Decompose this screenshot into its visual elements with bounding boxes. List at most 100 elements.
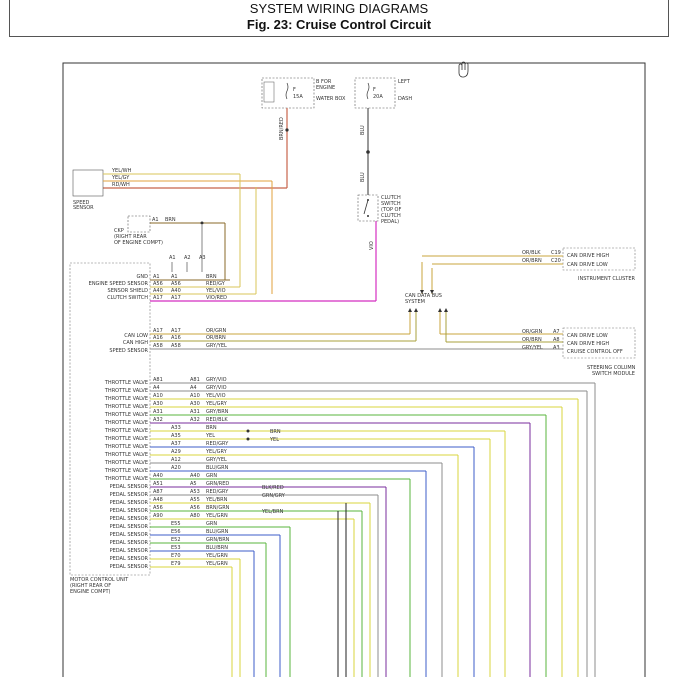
- fuse-block-right: LEFT DASH F 20A: [354, 77, 412, 109]
- ecu-lower-pin: A81: [153, 377, 163, 383]
- ecu-upper-label: CLUTCH SWITCH: [107, 295, 148, 301]
- ecu-lower-color: YEL/GRN: [205, 561, 228, 567]
- ecu-lower-pin: A35: [171, 433, 181, 439]
- clutch-switch: CLUTCH SWITCH (TOP OF CLUTCH PEDAL): [357, 194, 401, 225]
- ecu-lower-pin: A33: [171, 425, 181, 431]
- ckp-sensor: CKP (RIGHT REAR OF ENGINE COMPT): [114, 215, 163, 246]
- ecu-lower-pin: A40: [153, 473, 163, 479]
- side-label-yel: YEL: [269, 437, 279, 443]
- wire-label-blu-mid: BLU: [360, 172, 366, 182]
- speed-sensor: SPEED SENSOR: [72, 169, 104, 211]
- ecu-lower-label: PEDAL SENSOR: [110, 524, 149, 530]
- ecu-lower-pin2: A10: [190, 393, 200, 399]
- ecu-upper-color: RED/GY: [206, 281, 226, 287]
- ecu-lower-pin2: E53: [171, 545, 181, 551]
- ecu-lower-color: BRN/GRN: [206, 505, 230, 511]
- side-label-brn: BRN: [270, 429, 281, 435]
- ecu-lower-pin2: E79: [171, 561, 181, 567]
- clutch-label-2: SWITCH: [381, 201, 401, 207]
- ecu-upper-pin2: A56: [171, 281, 181, 287]
- side-label-grn-gry: GRN/GRY: [262, 493, 286, 499]
- ecu-lower-pin2: E56: [171, 529, 181, 535]
- side-label-yel-brn: YEL/BRN: [261, 509, 284, 515]
- ecu-upper-label: GND: [137, 274, 149, 280]
- ecu-upper-pin2: A17: [171, 295, 181, 301]
- ecu-lower-label: PEDAL SENSOR: [110, 500, 149, 506]
- ecu-can-label: CAN LOW: [124, 333, 148, 339]
- ecu-lower-pin2: A55: [190, 497, 200, 503]
- fuse-symbol-left: [285, 82, 289, 100]
- ecu-lower-pin: A4: [153, 385, 160, 391]
- ckp-label-2: (RIGHT REAR: [114, 234, 147, 240]
- ecu-lower-pin: A90: [153, 513, 163, 519]
- ecu-lower-label: THROTTLE VALVE: [104, 428, 148, 434]
- can-system-label-1: CAN DATA BUS: [405, 293, 442, 299]
- ecu-lower-color: BRN: [206, 425, 217, 431]
- ckp-label-1: CKP: [114, 228, 124, 234]
- ecu-lower-label: PEDAL SENSOR: [110, 564, 149, 570]
- steering-row-color: OR/BRN: [522, 337, 542, 343]
- ecu-lower-color: YEL/GRN: [205, 513, 228, 519]
- can-data-bus-system: CAN DATA BUS SYSTEM: [405, 262, 448, 312]
- steering-row-label: CRUISE CONTROL OFF: [567, 349, 623, 355]
- ecu-lower-pin: A48: [153, 497, 163, 503]
- speed-sensor-label-2: SENSOR: [73, 205, 94, 211]
- cluster-row-pin: C20: [551, 258, 561, 264]
- wire-label-ye-wh: YEL/WH: [111, 168, 132, 174]
- ecu-lower-label: PEDAL SENSOR: [110, 492, 149, 498]
- wire-label-vio: VIO: [369, 241, 375, 250]
- ecu-can-color: OR/BRN: [206, 335, 226, 341]
- ecu-upper-rows: GND A1 A1 BRN ENGINE SPEED SENSOR A56 A5…: [89, 274, 256, 301]
- header-title: SYSTEM WIRING DIAGRAMS: [249, 1, 429, 16]
- clutch-label-4: CLUTCH: [381, 213, 401, 219]
- left-block-label-1: B FOR: [316, 79, 332, 85]
- ecu-lower-label: THROTTLE VALVE: [104, 412, 148, 418]
- ecu-lower-pin: A29: [171, 449, 181, 455]
- right-block-label-2: DASH: [398, 96, 412, 102]
- steering-row-label: CAN DRIVE LOW: [567, 333, 608, 339]
- ecu-lower-label: THROTTLE VALVE: [104, 460, 148, 466]
- ecu-lower-label: PEDAL SENSOR: [110, 548, 149, 554]
- steering-row-color: GRY/YEL: [522, 345, 543, 351]
- ecu-lower-color: GRY/VIO: [206, 377, 227, 383]
- ecu-upper-pin2: A1: [171, 274, 178, 280]
- ecu-lower-pin: A10: [153, 393, 163, 399]
- ecu-lower-pin2: A53: [190, 489, 200, 495]
- ecu-lower-label: PEDAL SENSOR: [110, 508, 149, 514]
- ecu-lower-label: THROTTLE VALVE: [104, 444, 148, 450]
- steering-column-switch-module: STEERING COLUMN SWITCH MODULE CAN DRIVE …: [522, 327, 636, 377]
- ecu-lower-color: GRN/RED: [206, 481, 229, 487]
- ecu-lower-label: THROTTLE VALVE: [104, 468, 148, 474]
- ecu-lower-label: PEDAL SENSOR: [110, 540, 149, 546]
- ecu-lower-pin2: A40: [190, 473, 200, 479]
- ecu-lower-pin: A12: [171, 457, 181, 463]
- ecu-can-color: OR/GRN: [206, 328, 226, 334]
- ecu-can-color: GRY/YEL: [206, 343, 227, 349]
- instrument-cluster: INSTRUMENT CLUSTER CAN DRIVE HIGH CAN DR…: [522, 247, 636, 282]
- ecu-lower-pin: A20: [171, 465, 181, 471]
- ecu-can-label: CAN HIGH: [123, 340, 148, 346]
- right-fuse-rating: 20A: [373, 94, 383, 100]
- steering-row-color: OR/GRN: [522, 329, 542, 335]
- ecu-lower-label: PEDAL SENSOR: [110, 532, 149, 538]
- fuse-symbol-right: [366, 82, 370, 100]
- ecu-lower-pin2: A56: [190, 505, 200, 511]
- left-block-label-2: ENGINE: [316, 85, 335, 91]
- ecu-label-1: MOTOR CONTROL UNIT: [70, 577, 129, 583]
- ecu-lower-color: YEL/GRY: [205, 401, 228, 407]
- diagram-frame: [62, 62, 646, 677]
- hand-cursor-icon: [458, 61, 469, 78]
- ecu-lower-pin2: E55: [171, 521, 181, 527]
- ecu-lower-label: THROTTLE VALVE: [104, 452, 148, 458]
- ckp-label-3: OF ENGINE COMPT): [114, 240, 163, 246]
- ecu-lower-color: BLU/GRN: [206, 465, 229, 471]
- ecu-lower-label: PEDAL SENSOR: [110, 516, 149, 522]
- wire-label-brn-red: BRN/RED: [279, 117, 285, 140]
- steering-row-pin: A8: [553, 337, 560, 343]
- cluster-row-label: CAN DRIVE HIGH: [567, 253, 609, 259]
- right-block-label-1: LEFT: [398, 79, 411, 85]
- ecu-lower-label: PEDAL SENSOR: [110, 484, 149, 490]
- ecu-lower-label: PEDAL SENSOR: [110, 556, 149, 562]
- ecu-upper-pin: A17: [153, 295, 163, 301]
